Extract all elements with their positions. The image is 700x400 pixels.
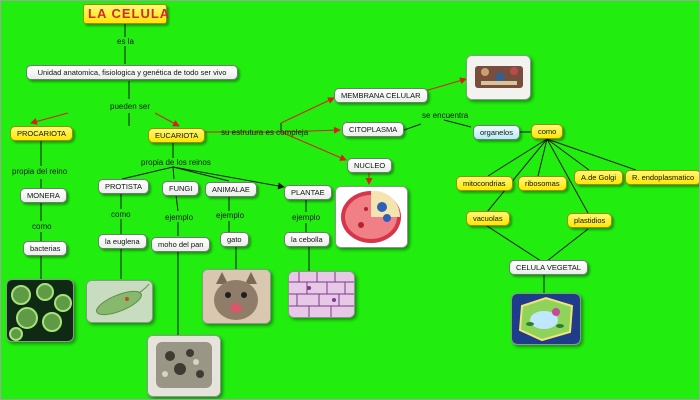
link-label-como: como: [111, 210, 131, 219]
node-fungi[interactable]: FUNGI: [162, 181, 200, 196]
link-label-ejemplo: ejemplo: [165, 213, 194, 222]
link-label-ejemplo: ejemplo: [216, 211, 245, 220]
node-eucariota[interactable]: EUCARIOTA: [148, 128, 206, 143]
link-label-como: como: [32, 222, 52, 231]
node-moho-del-pan[interactable]: moho del pan: [151, 237, 211, 252]
bacterias-photo: [6, 279, 74, 342]
celula-vegetal-picture: [511, 293, 581, 345]
node-gato[interactable]: gato: [220, 232, 249, 247]
link-label-propia-del-reino: propia del reino: [12, 167, 68, 176]
node-membrana-celular[interactable]: MEMBRANA CELULAR: [334, 88, 428, 103]
link-label-su-estrutura: su estrutura es compleja: [221, 128, 309, 137]
moho-del-pan-photo: [147, 335, 221, 397]
node-mitocondrias[interactable]: mitocondrias: [456, 176, 513, 191]
node-procariota[interactable]: PROCARIOTA: [10, 126, 74, 141]
nucleus-cell-picture: [335, 186, 408, 248]
link-label-pueden-ser: pueden ser: [110, 102, 151, 111]
link-label-se-encuentra: se encuentra: [422, 111, 469, 120]
link-label-es-la: es la: [117, 37, 134, 46]
node-nucleo[interactable]: NUCLEO: [347, 158, 393, 173]
node-vacuolas[interactable]: vacuolas: [466, 211, 510, 226]
node-monera[interactable]: MONERA: [20, 188, 67, 203]
node-celula-vegetal[interactable]: CELULA VEGETAL: [509, 260, 588, 275]
node-la-euglena[interactable]: la euglena: [98, 234, 147, 249]
map-title: LA CELULA: [83, 4, 169, 24]
euglena-photo: [86, 280, 153, 323]
node-animalae[interactable]: ANIMALAE: [205, 182, 257, 197]
node-protista[interactable]: PROTISTA: [98, 179, 149, 194]
node-bacterias[interactable]: bacterias: [23, 241, 68, 256]
node-plastidios[interactable]: plastidios: [567, 213, 613, 228]
node-la-cebolla[interactable]: la cebolla: [284, 232, 330, 247]
animal-cell-photo: [466, 55, 531, 100]
node-organelos[interactable]: organelos: [473, 125, 520, 140]
node-a-de-golgi[interactable]: A.de Golgi: [574, 170, 624, 185]
node-r-endoplasmatico[interactable]: R. endoplasmatico: [625, 170, 699, 185]
gato-photo: [202, 269, 271, 324]
node-plantae[interactable]: PLANTAE: [284, 185, 332, 200]
node-como[interactable]: como: [531, 124, 564, 139]
node-citoplasma[interactable]: CITOPLASMA: [342, 122, 405, 137]
node-unidad[interactable]: Unidad anatomica, fisiologica y genética…: [26, 65, 238, 80]
node-ribosomas[interactable]: ribosomas: [518, 176, 567, 191]
link-label-ejemplo: ejemplo: [292, 213, 321, 222]
link-label-propia-de-los-reinos: propia de los reinos: [141, 158, 211, 167]
cebolla-cells-photo: [288, 271, 355, 318]
